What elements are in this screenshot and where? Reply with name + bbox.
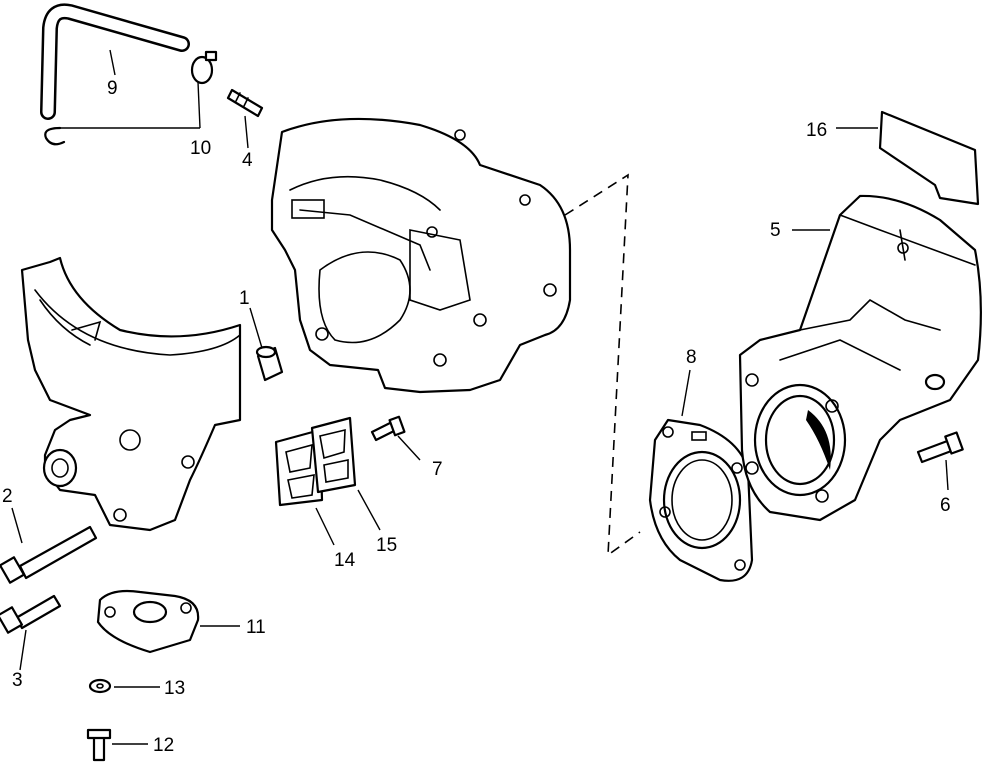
screw-7-part	[370, 415, 406, 442]
washer-part	[88, 678, 112, 694]
callout-labels: 1 2 3 4 5 6 7 8 9 10 11 12 13 14 15 16	[2, 78, 951, 756]
callout-13: 13	[164, 678, 185, 699]
callout-11: 11	[246, 617, 266, 638]
mounting-plate-part	[96, 589, 200, 654]
gasket-part	[648, 418, 754, 582]
cover-plate-part	[878, 110, 980, 206]
crankcase-lower-part	[20, 256, 242, 532]
hose-part	[40, 3, 190, 120]
leader-lines	[11, 49, 949, 745]
callout-8: 8	[686, 347, 697, 368]
stud-part	[226, 88, 264, 118]
alignment-line	[564, 173, 641, 557]
bushing-part	[255, 345, 284, 382]
callout-10: 10	[190, 138, 211, 159]
callout-15: 15	[376, 535, 397, 556]
hose-clip-part	[44, 50, 218, 146]
callout-6: 6	[940, 495, 951, 516]
bolt-6-part	[916, 431, 964, 464]
exhaust-housing-part	[738, 194, 982, 522]
callout-2: 2	[2, 486, 13, 507]
crankcase-upper-part	[270, 117, 572, 394]
reed-plate-part	[274, 416, 357, 507]
bolt-short-part	[0, 594, 62, 634]
callout-12: 12	[153, 735, 174, 756]
callout-14: 14	[334, 550, 356, 571]
callout-3: 3	[12, 670, 23, 691]
callout-1: 1	[239, 288, 250, 309]
callout-4: 4	[242, 150, 253, 171]
bolt-long-part	[0, 525, 98, 584]
callout-5: 5	[770, 220, 781, 241]
callout-9: 9	[107, 78, 118, 99]
callout-7: 7	[432, 459, 443, 480]
callout-16: 16	[806, 120, 827, 141]
screw-12-part	[86, 728, 112, 762]
